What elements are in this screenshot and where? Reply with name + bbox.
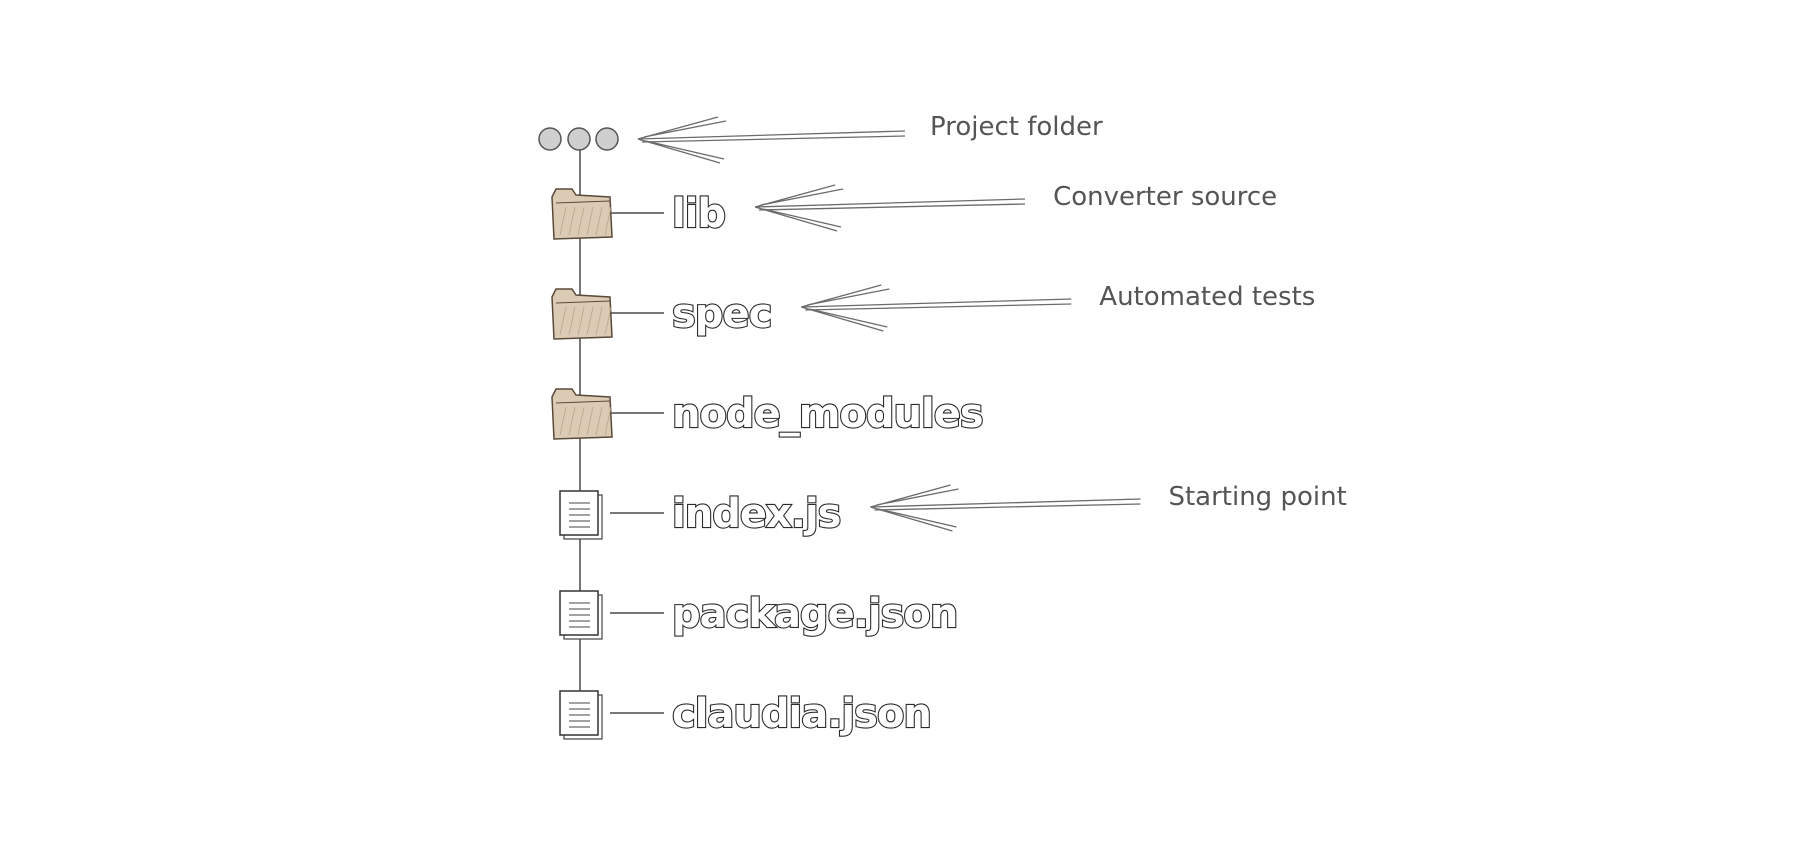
project-root bbox=[538, 127, 619, 151]
folder-icon bbox=[551, 388, 613, 440]
tree-row-node-modules: node_modules bbox=[551, 388, 985, 440]
file-icon bbox=[559, 490, 603, 540]
tree-row-spec: spec bbox=[551, 288, 773, 340]
entry-label-node-modules: node_modules bbox=[672, 391, 983, 437]
annotation-lib: Converter source bbox=[1053, 182, 1277, 212]
file-icon bbox=[559, 690, 603, 740]
annotation-arrow-spec bbox=[801, 284, 1072, 332]
tree-row-package-json: package.json bbox=[559, 590, 959, 640]
tree-row-lib: lib bbox=[551, 188, 727, 240]
entry-label-index-js: index.js bbox=[672, 491, 840, 537]
tree-row-index-js: index.js bbox=[559, 490, 843, 540]
project-folder-dots-icon bbox=[538, 127, 619, 151]
tree-row-claudia-json: claudia.json bbox=[559, 690, 933, 740]
folder-icon bbox=[551, 288, 613, 340]
project-folder-annotation: Project folder bbox=[930, 112, 1103, 142]
folder-icon bbox=[551, 188, 613, 240]
annotation-index-js: Starting point bbox=[1168, 482, 1346, 512]
annotation-arrow-index-js bbox=[870, 484, 1141, 532]
annotation-arrow-lib bbox=[754, 184, 1026, 232]
file-icon bbox=[559, 590, 603, 640]
entry-label-spec: spec bbox=[672, 291, 771, 337]
project-folder-arrow bbox=[637, 116, 906, 164]
entry-list: lib spec node_modules index.js package.json c… bbox=[551, 188, 985, 740]
annotation-spec: Automated tests bbox=[1099, 282, 1315, 312]
entry-label-claudia-json: claudia.json bbox=[672, 691, 931, 737]
entry-label-package-json: package.json bbox=[672, 591, 957, 637]
entry-label-lib: lib bbox=[672, 191, 725, 237]
